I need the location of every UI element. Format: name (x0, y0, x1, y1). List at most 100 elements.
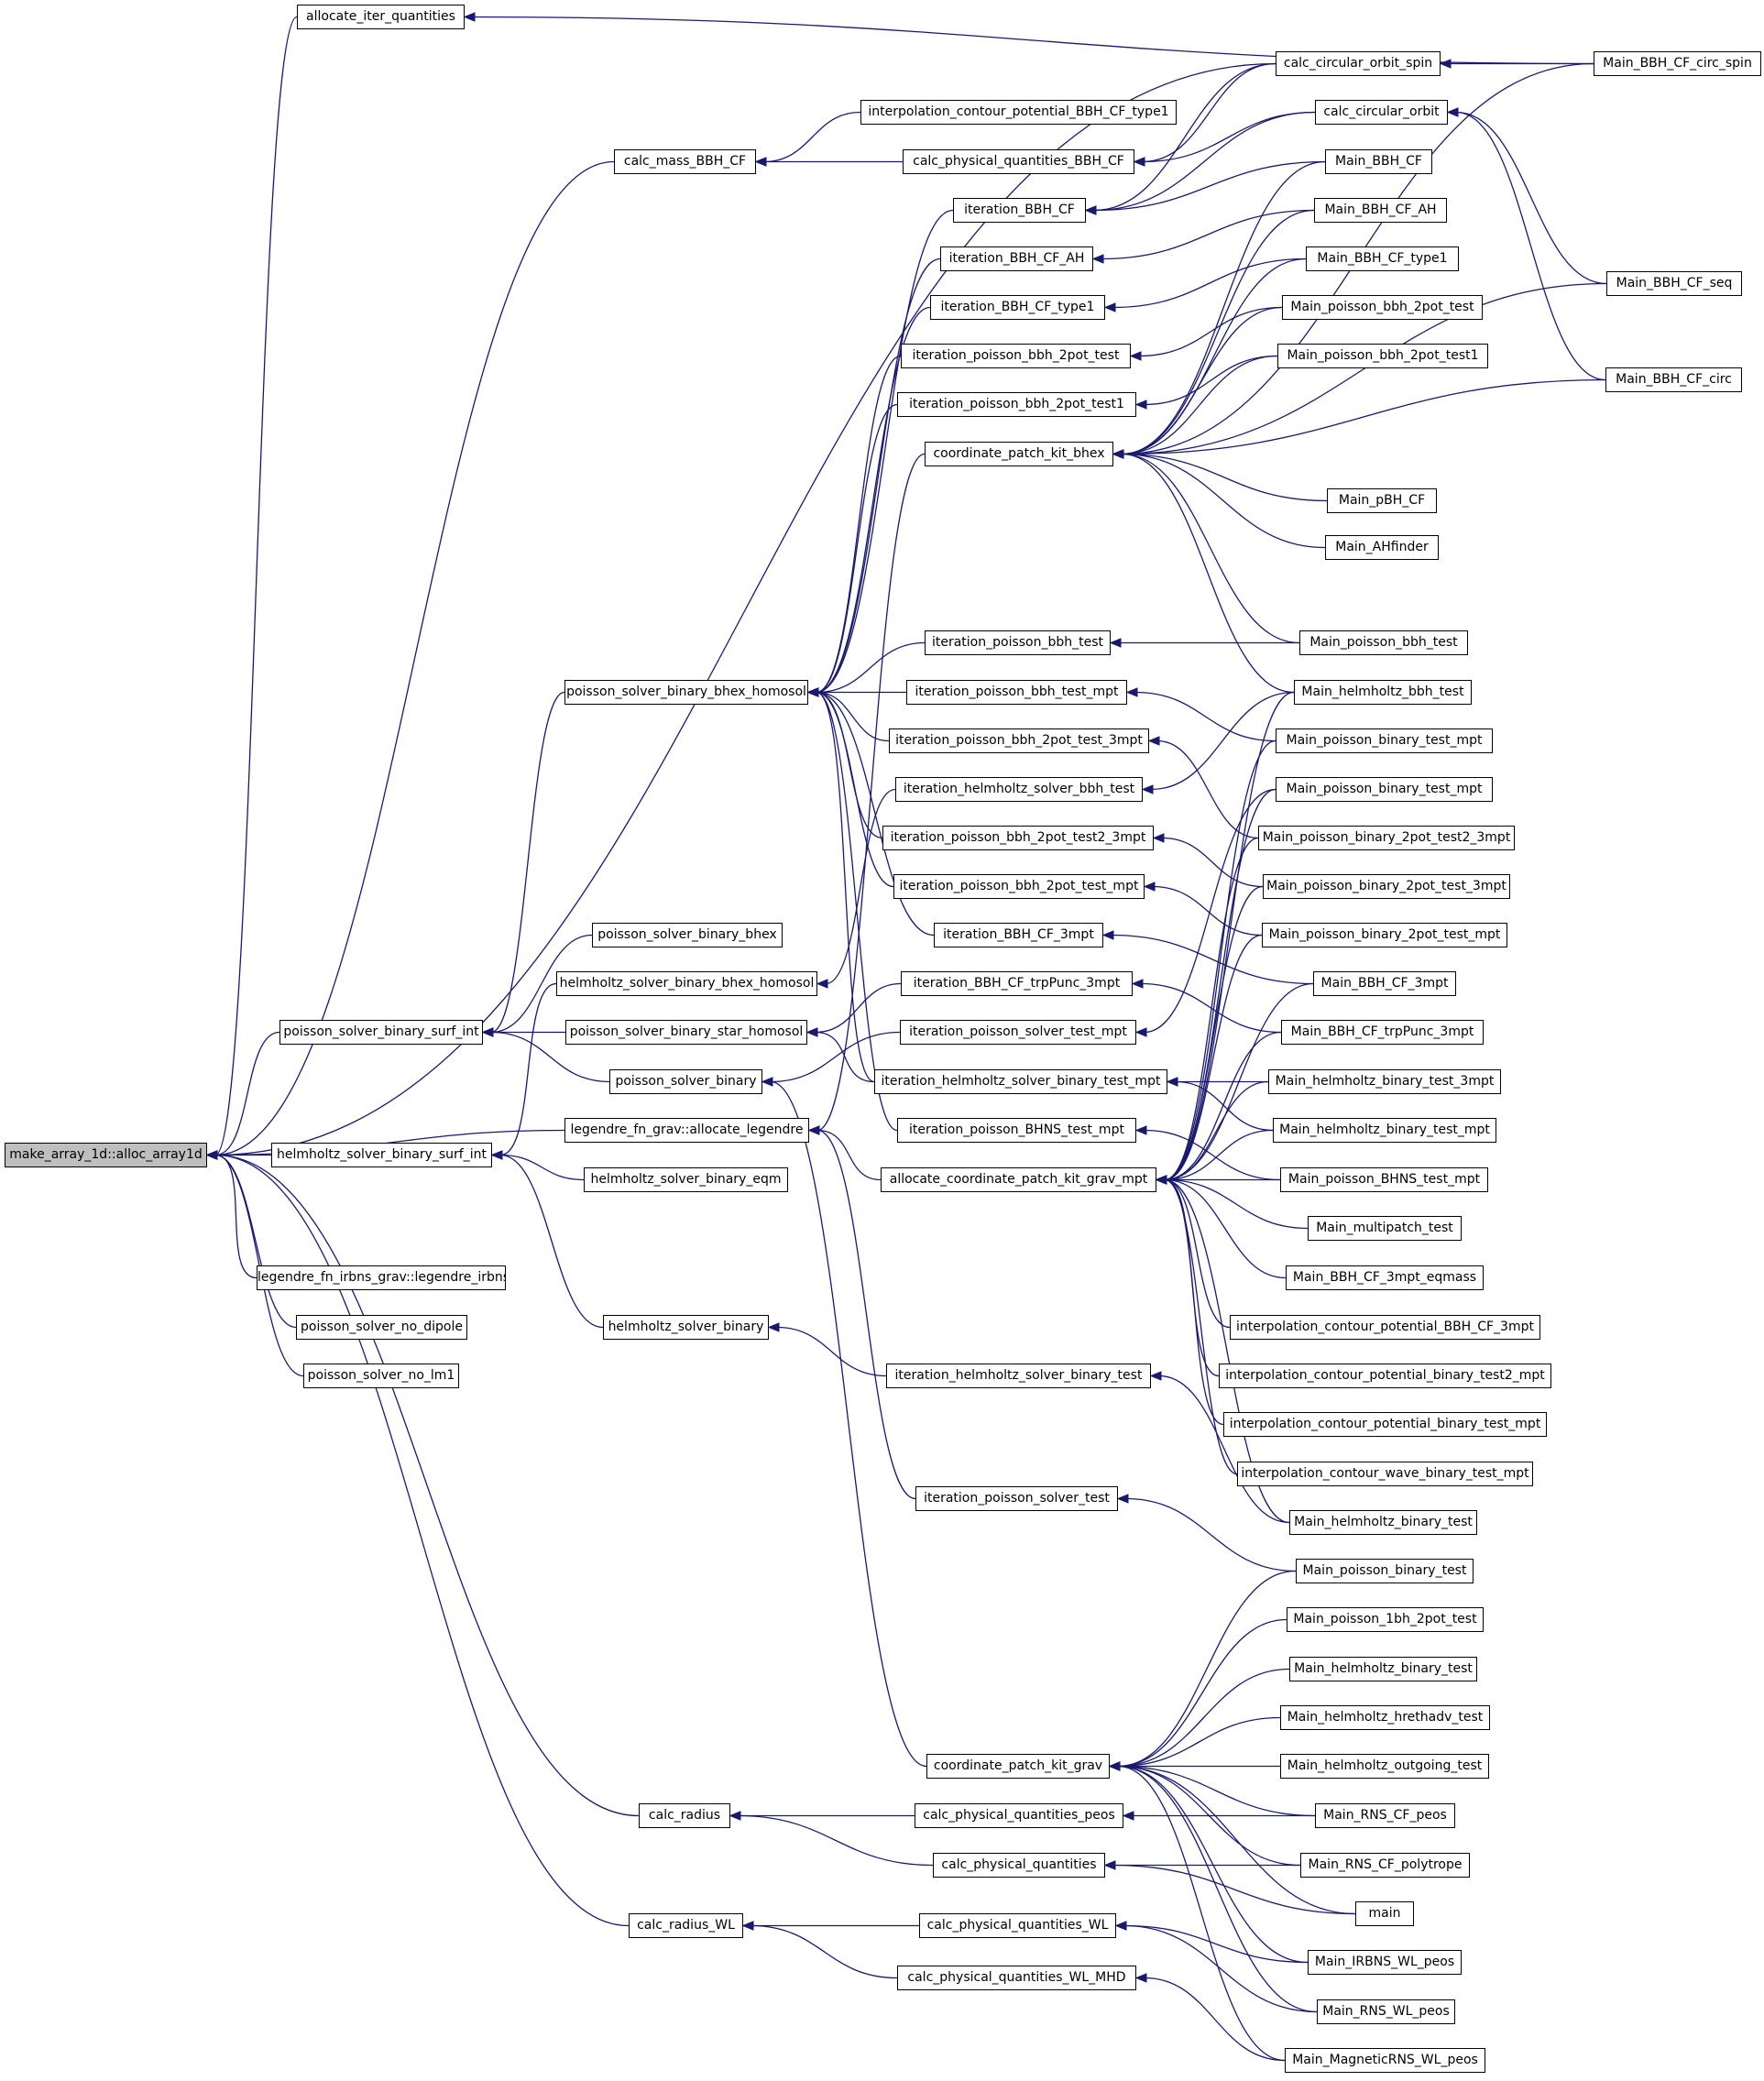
node-main-poisson-1bh-2pot-test[interactable]: Main_poisson_1bh_2pot_test (1287, 1607, 1484, 1632)
node-iteration-poisson-solver-test-mpt[interactable]: iteration_poisson_solver_test_mpt (900, 1020, 1136, 1045)
call-edge (1138, 306, 1283, 357)
node-main-magneticrns-wl-peos[interactable]: Main_MagneticRNS_WL_peos (1285, 2048, 1485, 2073)
node-iteration-poisson-bbh-2pot-test1[interactable]: iteration_poisson_bbh_2pot_test1 (897, 392, 1136, 417)
call-edge (1164, 1129, 1274, 1181)
node-main-poisson-binary-2pot-test-3mpt[interactable]: Main_poisson_binary_2pot_test_3mpt (1263, 874, 1510, 899)
node-interpolation-contour-potential-binary-test-mpt[interactable]: interpolation_contour_potential_binary_t… (1223, 1412, 1547, 1437)
node-calc-physical-quantities-wl[interactable]: calc_physical_quantities_WL (919, 1913, 1116, 1938)
edge-arrowhead (463, 12, 476, 22)
node-root[interactable]: make_array_1d::alloc_array1d (5, 1143, 207, 1167)
node-main-helmholtz-bbh-test[interactable]: Main_helmholtz_bbh_test (1294, 680, 1472, 705)
edge-arrowhead (1134, 1973, 1147, 1983)
node-main-poisson-binary-test[interactable]: Main_poisson_binary_test (1296, 1559, 1474, 1583)
node-calc-radius[interactable]: calc_radius (639, 1803, 730, 1828)
node-main-irbns-wl-peos[interactable]: Main_IRBNS_WL_peos (1308, 1950, 1462, 1975)
node-main-helmholtz-binary-test-mpt[interactable]: Main_helmholtz_binary_test_mpt (1273, 1118, 1496, 1143)
node-iteration-helmholtz-solver-binary-test-mpt[interactable]: iteration_helmholtz_solver_binary_test_m… (874, 1069, 1167, 1094)
node-coordinate-patch-kit-bhex[interactable]: coordinate_patch_kit_bhex (925, 442, 1113, 466)
node-main-bbh-cf-trppunc-3mpt[interactable]: Main_BBH_CF_trpPunc_3mpt (1281, 1020, 1484, 1045)
node-helmholtz-solver-binary[interactable]: helmholtz_solver_binary (603, 1315, 769, 1340)
node-helmholtz-solver-binary-surf-int[interactable]: helmholtz_solver_binary_surf_int (271, 1143, 492, 1167)
node-legendre-fn-grav-allocate-legendre[interactable]: legendre_fn_grav::allocate_legendre (564, 1118, 809, 1143)
node-main-helmholtz-binary-test-3mpt[interactable]: Main_helmholtz_binary_test_3mpt (1268, 1069, 1501, 1094)
node-main-bbh-cf-3mpt[interactable]: Main_BBH_CF_3mpt (1313, 971, 1456, 996)
node-iteration-poisson-bbh-test[interactable]: iteration_poisson_bbh_test (925, 630, 1111, 655)
call-edge (1152, 885, 1263, 936)
node-poisson-solver-no-lm1[interactable]: poisson_solver_no_lm1 (303, 1364, 459, 1388)
node-iteration-bbh-cf-type1[interactable]: iteration_BBH_CF_type1 (930, 295, 1105, 320)
call-edge (1117, 1668, 1290, 1768)
node-iteration-helmholtz-solver-bbh-test[interactable]: iteration_helmholtz_solver_bbh_test (895, 777, 1143, 802)
node-main-poisson-bhns-test-mpt[interactable]: Main_poisson_BHNS_test_mpt (1280, 1167, 1488, 1192)
node-allocate-iter-quantities[interactable]: allocate_iter_quantities (297, 5, 465, 29)
edge-arrowhead (1091, 254, 1104, 264)
node-calc-physical-quantities-bbh-cf[interactable]: calc_physical_quantities_BBH_CF (903, 149, 1134, 174)
node-calc-mass-bbh-cf[interactable]: calc_mass_BBH_CF (614, 149, 756, 174)
node-iteration-bbh-cf-3mpt[interactable]: iteration_BBH_CF_3mpt (934, 923, 1103, 947)
node-main-poisson-bbh-2pot-test1[interactable]: Main_poisson_bbh_2pot_test1 (1277, 344, 1488, 368)
node-main-poisson-binary-2pot-test-mpt[interactable]: Main_poisson_binary_2pot_test_mpt (1262, 923, 1507, 947)
edge-arrowhead (1103, 1860, 1116, 1870)
node-main-helmholtz-outgoing-test[interactable]: Main_helmholtz_outgoing_test (1280, 1754, 1489, 1779)
call-edge (214, 1154, 640, 1817)
node-coordinate-patch-kit-grav[interactable]: coordinate_patch_kit_grav (926, 1754, 1110, 1779)
node-allocate-coordinate-patch-kit-grav-mpt[interactable]: allocate_coordinate_patch_kit_grav_mpt (881, 1167, 1156, 1192)
node-main-bbh-cf[interactable]: Main_BBH_CF (1325, 149, 1432, 174)
edge-arrowhead (1152, 833, 1165, 843)
node-calc-circular-orbit-spin[interactable]: calc_circular_orbit_spin (1276, 51, 1441, 76)
node-main-helmholtz-binary-test[interactable]: Main_helmholtz_binary_test (1289, 1510, 1477, 1535)
node-main-rns-cf-polytrope[interactable]: Main_RNS_CF_polytrope (1300, 1853, 1470, 1878)
node-main[interactable]: main (1355, 1901, 1414, 1926)
node-main-helmholtz-hrethadv-test[interactable]: Main_helmholtz_hrethadv_test (1280, 1705, 1490, 1730)
node-poisson-solver-binary-bhex[interactable]: poisson_solver_binary_bhex (592, 923, 783, 947)
node-main-ahfinder[interactable]: Main_AHfinder (1325, 535, 1439, 560)
node-poisson-solver-binary-bhex-homosol[interactable]: poisson_solver_binary_bhex_homosol (564, 680, 808, 705)
node-calc-circular-orbit[interactable]: calc_circular_orbit (1315, 100, 1448, 125)
node-main-pbh-cf[interactable]: Main_pBH_CF (1327, 488, 1437, 513)
node-interpolation-contour-potential-bbh-cf-type1[interactable]: interpolation_contour_potential_BBH_CF_t… (860, 100, 1177, 125)
node-poisson-solver-binary-surf-int[interactable]: poisson_solver_binary_surf_int (279, 1020, 483, 1045)
node-main-bbh-cf-type1[interactable]: Main_BBH_CF_type1 (1306, 246, 1459, 271)
node-calc-physical-quantities-wl-mhd[interactable]: calc_physical_quantities_WL_MHD (897, 1966, 1136, 1990)
node-poisson-solver-no-dipole[interactable]: poisson_solver_no_dipole (296, 1315, 467, 1340)
node-main-bbh-cf-circ-spin[interactable]: Main_BBH_CF_circ_spin (1594, 51, 1761, 76)
node-iteration-poisson-bbh-test-mpt[interactable]: iteration_poisson_bbh_test_mpt (906, 680, 1127, 705)
node-poisson-solver-binary[interactable]: poisson_solver_binary (609, 1069, 762, 1094)
node-helmholtz-solver-binary-eqm[interactable]: helmholtz_solver_binary_eqm (584, 1167, 788, 1192)
node-poisson-solver-binary-star-homosol[interactable]: poisson_solver_binary_star_homosol (565, 1020, 807, 1045)
node-main-poisson-binary-test-mpt[interactable]: Main_poisson_binary_test_mpt (1276, 777, 1493, 802)
node-main-bbh-cf-ah[interactable]: Main_BBH_CF_AH (1314, 198, 1447, 223)
node-legendre-fn-irbns-grav-legendre-irbns[interactable]: legendre_fn_irbns_grav::legendre_irbns (257, 1265, 506, 1290)
node-interpolation-contour-potential-binary-test2-mpt[interactable]: interpolation_contour_potential_binary_t… (1219, 1364, 1551, 1388)
node-calc-physical-quantities-peos[interactable]: calc_physical_quantities_peos (915, 1803, 1123, 1828)
call-edge (816, 306, 931, 694)
node-main-poisson-binary-2pot-test2-3mpt[interactable]: Main_poisson_binary_2pot_test2_3mpt (1258, 826, 1515, 850)
node-main-multipatch-test[interactable]: Main_multipatch_test (1308, 1216, 1462, 1241)
node-main-bbh-cf-3mpt-eqmass[interactable]: Main_BBH_CF_3mpt_eqmass (1286, 1265, 1484, 1290)
node-iteration-poisson-bbh-2pot-test-3mpt[interactable]: iteration_poisson_bbh_2pot_test_3mpt (889, 728, 1149, 753)
node-iteration-bbh-cf-ah[interactable]: iteration_BBH_CF_AH (940, 246, 1093, 271)
node-main-poisson-bbh-test[interactable]: Main_poisson_bbh_test (1299, 630, 1468, 655)
node-main-rns-cf-peos[interactable]: Main_RNS_CF_peos (1315, 1803, 1455, 1828)
node-iteration-bbh-cf-trppunc-3mpt[interactable]: iteration_BBH_CF_trpPunc_3mpt (901, 971, 1133, 996)
node-helmholtz-solver-binary-bhex-homosol[interactable]: helmholtz_solver_binary_bhex_homosol (556, 971, 817, 996)
node-main-poisson-bbh-2pot-test[interactable]: Main_poisson_bbh_2pot_test (1282, 295, 1483, 320)
node-iteration-helmholtz-solver-binary-test[interactable]: iteration_helmholtz_solver_binary_test (886, 1364, 1151, 1388)
node-main-bbh-cf-circ[interactable]: Main_BBH_CF_circ (1605, 367, 1742, 392)
node-iteration-poisson-bhns-test-mpt[interactable]: iteration_poisson_BHNS_test_mpt (897, 1118, 1136, 1143)
node-iteration-poisson-solver-test[interactable]: iteration_poisson_solver_test (915, 1486, 1118, 1511)
node-interpolation-contour-potential-bbh-cf-3mpt[interactable]: interpolation_contour_potential_BBH_CF_3… (1230, 1315, 1540, 1340)
node-iteration-poisson-bbh-2pot-test2-3mpt[interactable]: iteration_poisson_bbh_2pot_test2_3mpt (882, 826, 1154, 850)
edge-arrowhead (1439, 59, 1452, 69)
node-interpolation-contour-wave-binary-test-mpt[interactable]: interpolation_contour_wave_binary_test_m… (1237, 1462, 1533, 1486)
node-iteration-bbh-cf[interactable]: iteration_BBH_CF (953, 198, 1086, 223)
node-iteration-poisson-bbh-2pot-test-mpt[interactable]: iteration_poisson_bbh_2pot_test_mpt (893, 874, 1145, 899)
node-calc-physical-quantities[interactable]: calc_physical_quantities (933, 1853, 1105, 1878)
node-main-poisson-binary-test-mpt[interactable]: Main_poisson_binary_test_mpt (1276, 728, 1493, 753)
node-main-helmholtz-binary-test[interactable]: Main_helmholtz_binary_test (1289, 1657, 1477, 1681)
node-main-bbh-cf-seq[interactable]: Main_BBH_CF_seq (1606, 271, 1742, 296)
node-calc-radius-wl[interactable]: calc_radius_WL (629, 1913, 743, 1938)
node-main-rns-wl-peos[interactable]: Main_RNS_WL_peos (1317, 1999, 1455, 2024)
node-iteration-poisson-bbh-2pot-test[interactable]: iteration_poisson_bbh_2pot_test (901, 344, 1131, 368)
